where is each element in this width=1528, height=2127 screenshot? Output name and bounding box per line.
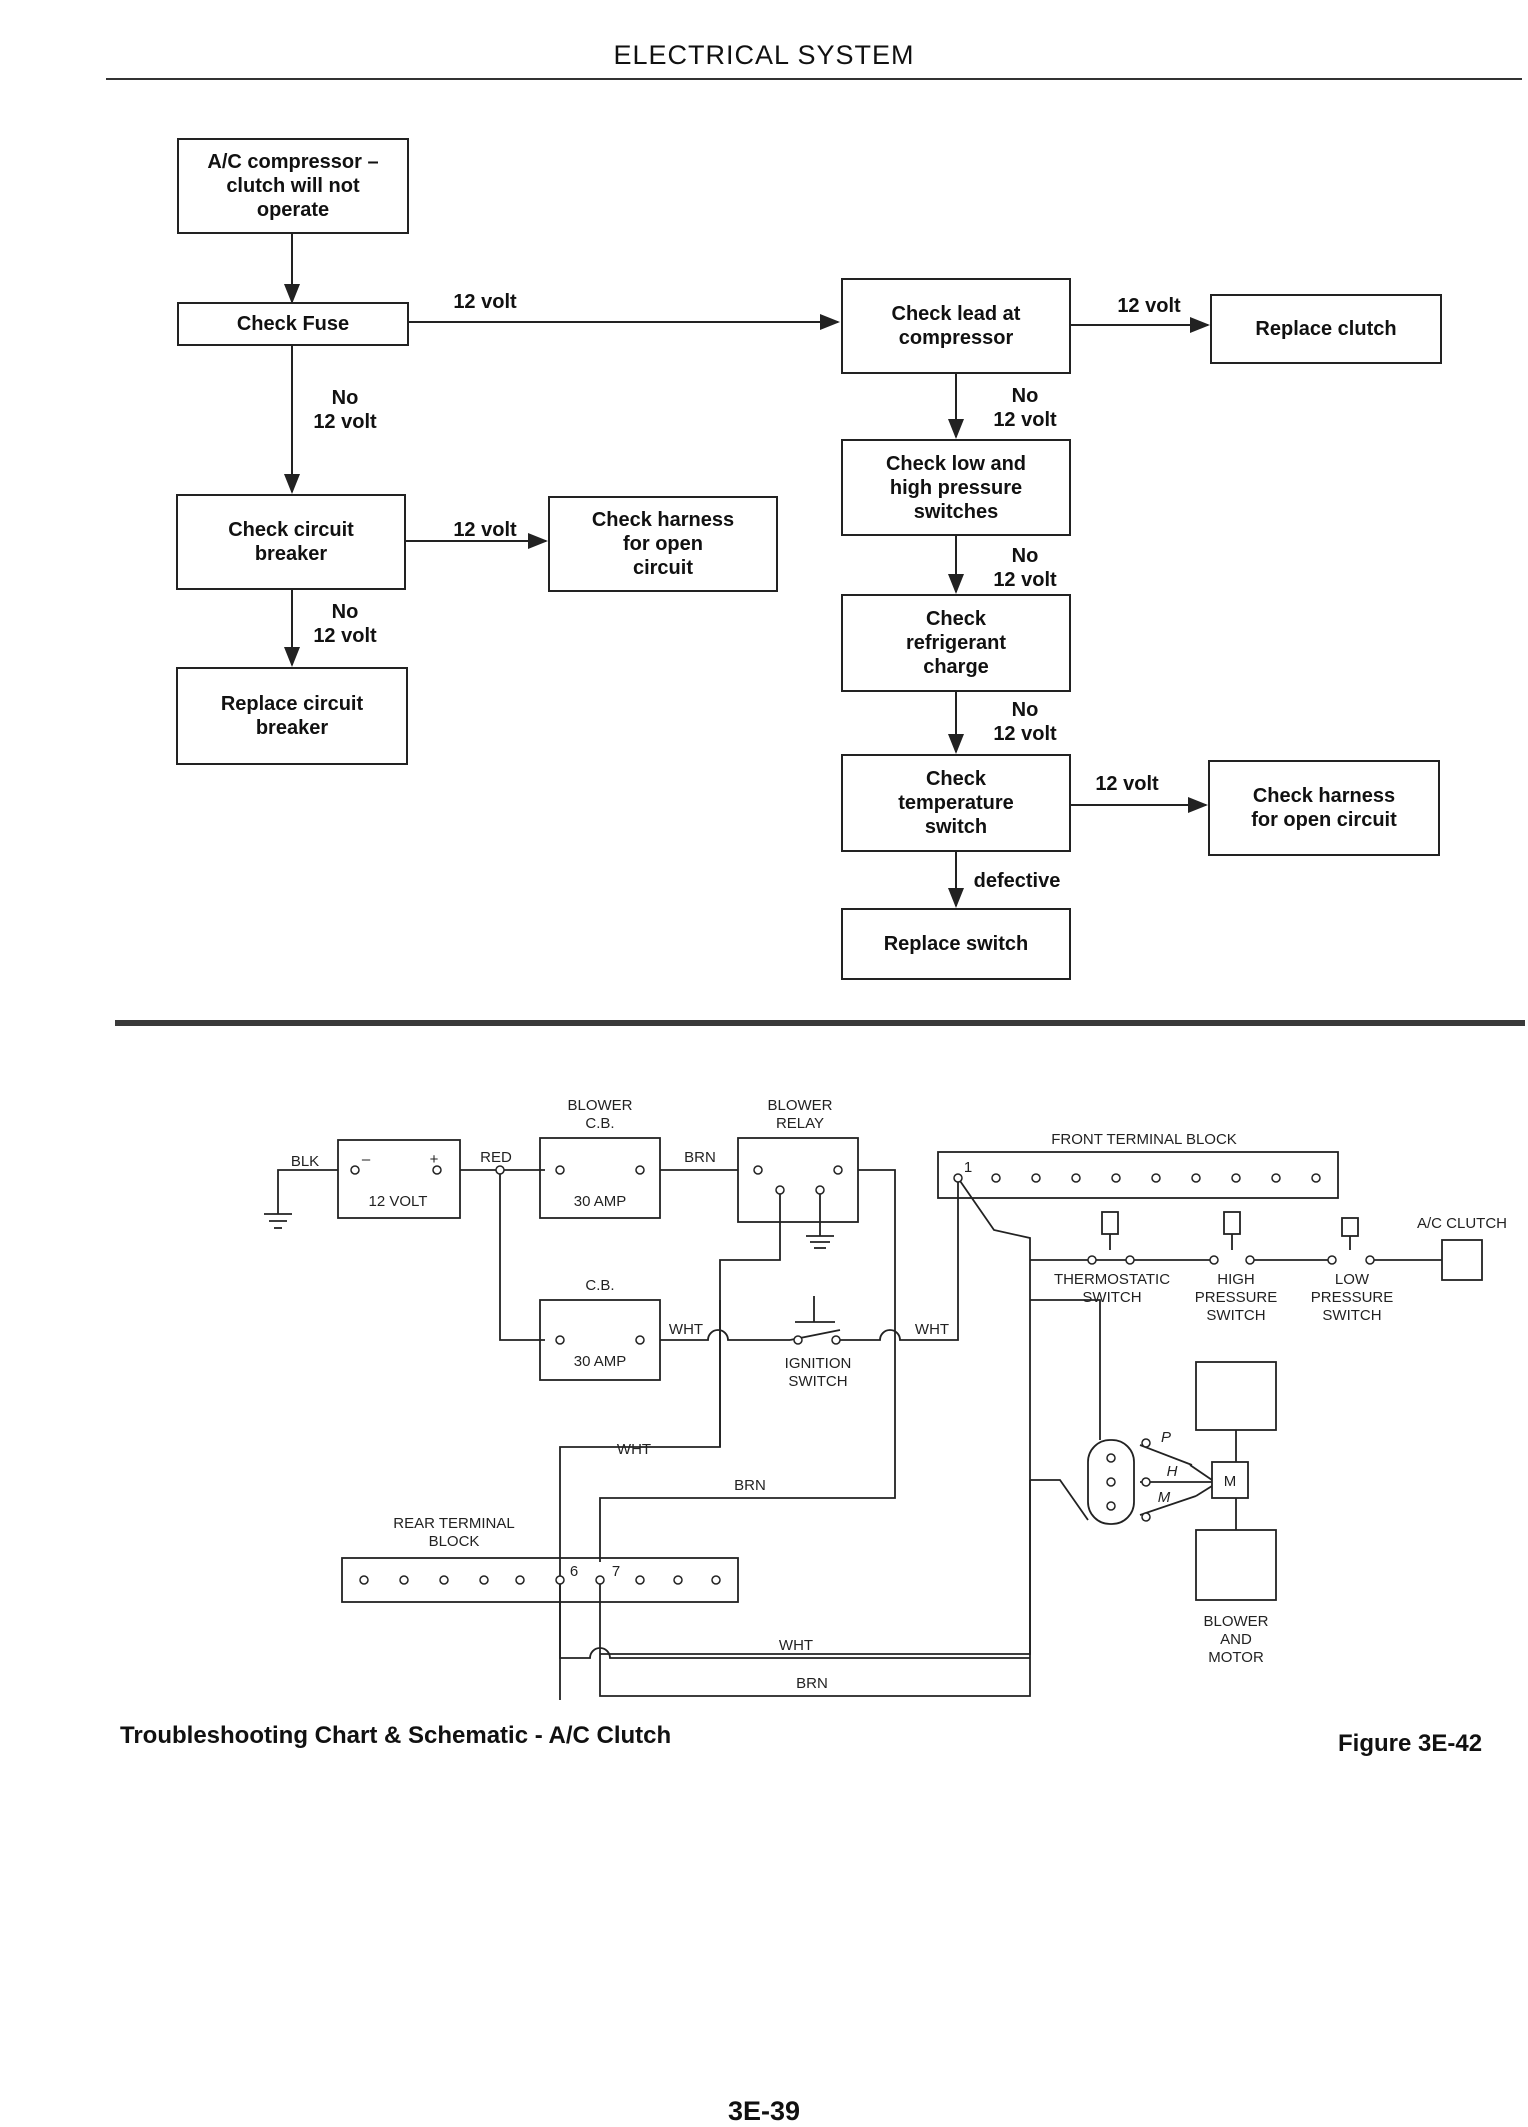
label-brn-3: BRN [796, 1675, 828, 1692]
label-low-3: SWITCH [1322, 1307, 1381, 1324]
label-rear-terminal-1: REAR TERMINAL [393, 1515, 514, 1532]
flow-box-check-fuse: Check Fuse [177, 302, 409, 346]
label-ignition-2: SWITCH [788, 1373, 847, 1390]
label-blower-cb-2: C.B. [585, 1115, 614, 1132]
label-wht-2: WHT [915, 1321, 949, 1338]
label-ac-clutch: A/C CLUTCH [1417, 1215, 1507, 1232]
label-red: RED [480, 1149, 512, 1166]
label-blower-cb-rating: 30 AMP [574, 1193, 627, 1210]
blower-switch [1087, 1439, 1135, 1525]
label-motor: M [1224, 1473, 1237, 1490]
blower-relay [737, 1137, 859, 1223]
label-blower-relay-2: RELAY [776, 1115, 824, 1132]
page-title: ELECTRICAL SYSTEM [613, 40, 915, 70]
label-ignition-1: IGNITION [785, 1355, 852, 1372]
flow-box-replace-breaker: Replace circuit breaker [176, 667, 408, 765]
label-speed-m: M [1158, 1489, 1171, 1506]
label-blk: BLK [291, 1153, 319, 1170]
edge-label-switches-no-12v: No 12 volt [993, 545, 1057, 591]
wire-front-1 [600, 1177, 1031, 1655]
label-blower-motor-1: BLOWER [1203, 1613, 1268, 1630]
edge-label-lead-no-12v: No 12 volt [993, 385, 1057, 431]
flow-box-check-breaker: Check circuit breaker [176, 494, 406, 590]
battery [337, 1139, 461, 1219]
label-low-1: LOW [1335, 1271, 1370, 1288]
label-cb: C.B. [585, 1277, 614, 1294]
label-high-2: PRESSURE [1195, 1289, 1278, 1306]
label-terminal-1: 1 [964, 1159, 972, 1176]
flowchart-connectors [284, 232, 1210, 908]
flow-box-start: A/C compressor – clutch will not operate [177, 138, 409, 234]
wire-brn-rear [599, 1480, 1031, 1697]
flow-box-check-switches: Check low and high pressure switches [841, 439, 1071, 536]
label-speed-h: H [1167, 1463, 1178, 1480]
label-speed-p: P [1161, 1429, 1171, 1446]
label-wht-4: WHT [779, 1637, 813, 1654]
flow-box-check-harness-left: Check harness for open circuit [548, 496, 778, 592]
ac-clutch [1441, 1239, 1483, 1281]
label-blower-motor-2: AND [1220, 1631, 1252, 1648]
flow-box-replace-switch: Replace switch [841, 908, 1071, 980]
label-wht-3: WHT [617, 1441, 651, 1458]
label-wht-1: WHT [669, 1321, 703, 1338]
wire-wht-rear [559, 1580, 1030, 1659]
label-cb-rating: 30 AMP [574, 1353, 627, 1370]
label-brn-2: BRN [734, 1477, 766, 1494]
header-rule [106, 78, 1522, 80]
blower-cb [539, 1137, 661, 1219]
front-terminal-block [937, 1151, 1339, 1199]
flow-box-replace-clutch: Replace clutch [1210, 294, 1442, 364]
figure-number: Figure 3E-42 [1338, 1730, 1483, 1757]
label-brn-top: BRN [684, 1149, 716, 1166]
label-battery: 12 VOLT [369, 1193, 428, 1210]
rear-terminal-block [341, 1557, 739, 1603]
label-rear-terminal-2: BLOCK [429, 1533, 480, 1550]
wire-relay-out [599, 1169, 896, 1562]
edge-label-defective: defective [973, 870, 1061, 892]
edge-label-fuse-no-12v: No 12 volt [313, 387, 377, 433]
wire-red-branch [499, 1170, 545, 1341]
blower-box-bottom [1195, 1529, 1277, 1601]
label-battery-plus: + [430, 1151, 439, 1168]
label-thermostatic-2: SWITCH [1082, 1289, 1141, 1306]
label-terminal-7: 7 [612, 1563, 620, 1580]
flow-box-check-lead: Check lead at compressor [841, 278, 1071, 374]
flow-box-check-temp-switch: Check temperature switch [841, 754, 1071, 852]
edge-label-fuse-12v: 12 volt [453, 291, 517, 313]
label-blower-relay-1: BLOWER [767, 1097, 832, 1114]
label-low-2: PRESSURE [1311, 1289, 1394, 1306]
edge-label-temp-12v: 12 volt [1095, 773, 1159, 795]
terminal-dots [350, 1165, 1375, 1585]
flow-box-check-harness-right: Check harness for open circuit [1208, 760, 1440, 856]
edge-label-lead-12v: 12 volt [1117, 295, 1181, 317]
wire-blk-ground [277, 1169, 338, 1214]
label-blower-cb-1: BLOWER [567, 1097, 632, 1114]
label-front-terminal-block: FRONT TERMINAL BLOCK [1051, 1131, 1237, 1148]
label-high-1: HIGH [1217, 1271, 1255, 1288]
blower-box-top [1195, 1361, 1277, 1431]
wire-wht-cb-ign [660, 1329, 790, 1341]
label-battery-minus: – [362, 1151, 371, 1168]
wire-wht-ign-out [840, 1178, 959, 1341]
figure-caption: Troubleshooting Chart & Schematic - A/C … [120, 1722, 672, 1749]
label-terminal-6: 6 [570, 1563, 578, 1580]
label-high-3: SWITCH [1206, 1307, 1265, 1324]
edge-label-breaker-no-12v: No 12 volt [313, 601, 377, 647]
label-thermostatic-1: THERMOSTATIC [1054, 1271, 1170, 1288]
wiring-schematic: BLK – + 12 VOLT RED BRN BLOWER C.B. 30 A… [264, 1097, 1507, 1700]
edge-label-breaker-12v: 12 volt [453, 519, 517, 541]
label-blower-motor-3: MOTOR [1208, 1649, 1264, 1666]
flow-box-check-refrigerant: Check refrigerant charge [841, 594, 1071, 692]
section-divider [115, 1020, 1525, 1026]
edge-label-refrigerant-no-12v: No 12 volt [993, 699, 1057, 745]
